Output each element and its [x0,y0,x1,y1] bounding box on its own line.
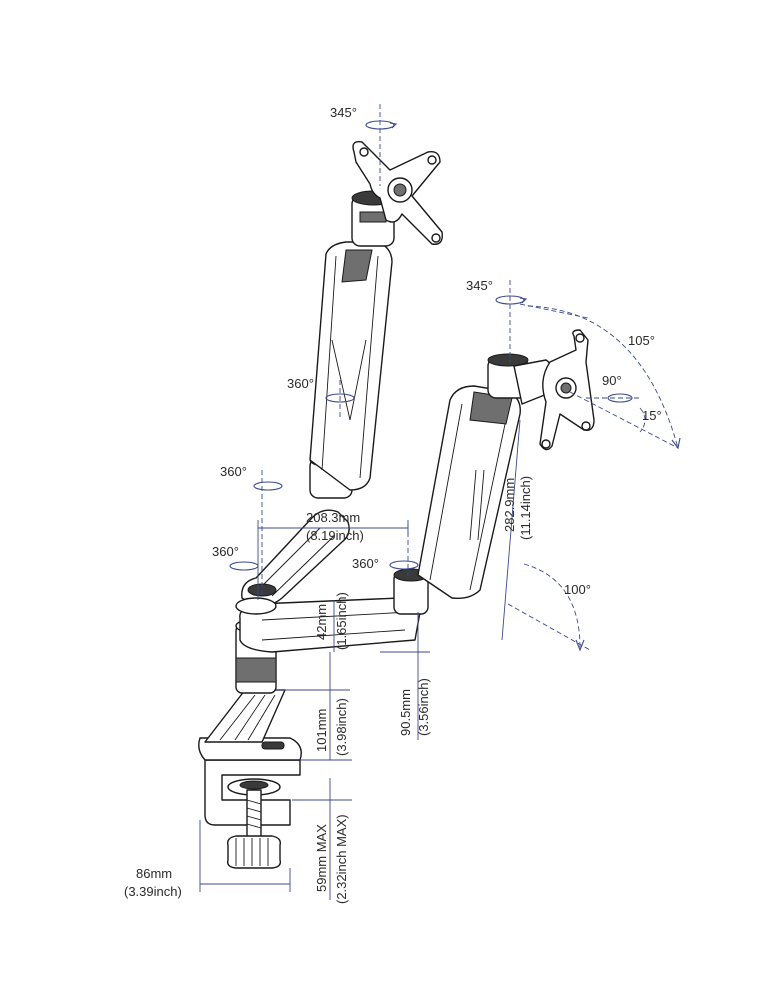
left-elbow-rotation-label: 360° [220,464,247,479]
offset-mm-label: 90.5mm [398,689,413,736]
arm-height-mm-label: 282.9mm [502,478,517,532]
depth-inch-label: (8.19inch) [306,528,364,543]
angle-arcs [507,303,681,652]
left-upper-arm [309,190,395,499]
lower-arms [235,509,421,653]
dimension-labels: 208.3mm (8.19inch) 282.9mm (11.14inch) 4… [124,476,533,904]
clamp-width-mm-label: 86mm [136,866,172,881]
offset-inch-label: (3.56inch) [416,678,431,736]
right-arm [393,353,554,615]
right-vesa-plate [539,329,595,451]
angle-labels: 345° 345° 105° 90° 15° 360° 360° 360° 36… [212,105,662,597]
clamp-width-inch-label: (3.39inch) [124,884,182,899]
left-vesa-plate [352,141,443,245]
top-vesa-rotation-label: 345° [330,105,357,120]
clamp-thickness-mm-label: 59mm MAX [314,824,329,892]
small-tilt-label: 15° [642,408,662,423]
plate-rotation-label: 90° [602,373,622,388]
right-base-rotation-label: 360° [352,556,379,571]
tilt-range-label: 105° [628,333,655,348]
upper-arm-rotation-label: 360° [287,376,314,391]
pole-height-mm-label: 101mm [314,709,329,752]
pole-height-inch-label: (3.98inch) [334,698,349,756]
depth-mm-label: 208.3mm [306,510,360,525]
swing-angle-label: 100° [564,582,591,597]
clamp-thickness-inch-label: (2.32inch MAX) [334,814,349,904]
arm-height-inch-label: (11.14inch) [518,476,533,540]
desk-clamp [198,689,302,869]
dimension-lines [199,419,521,900]
right-vesa-rotation-label: 345° [466,278,493,293]
rotation-arrows [229,104,640,596]
left-base-rotation-label: 360° [212,544,239,559]
joint-height-mm-label: 42mm [314,604,329,640]
joint-height-inch-label: (1.65inch) [334,592,349,650]
